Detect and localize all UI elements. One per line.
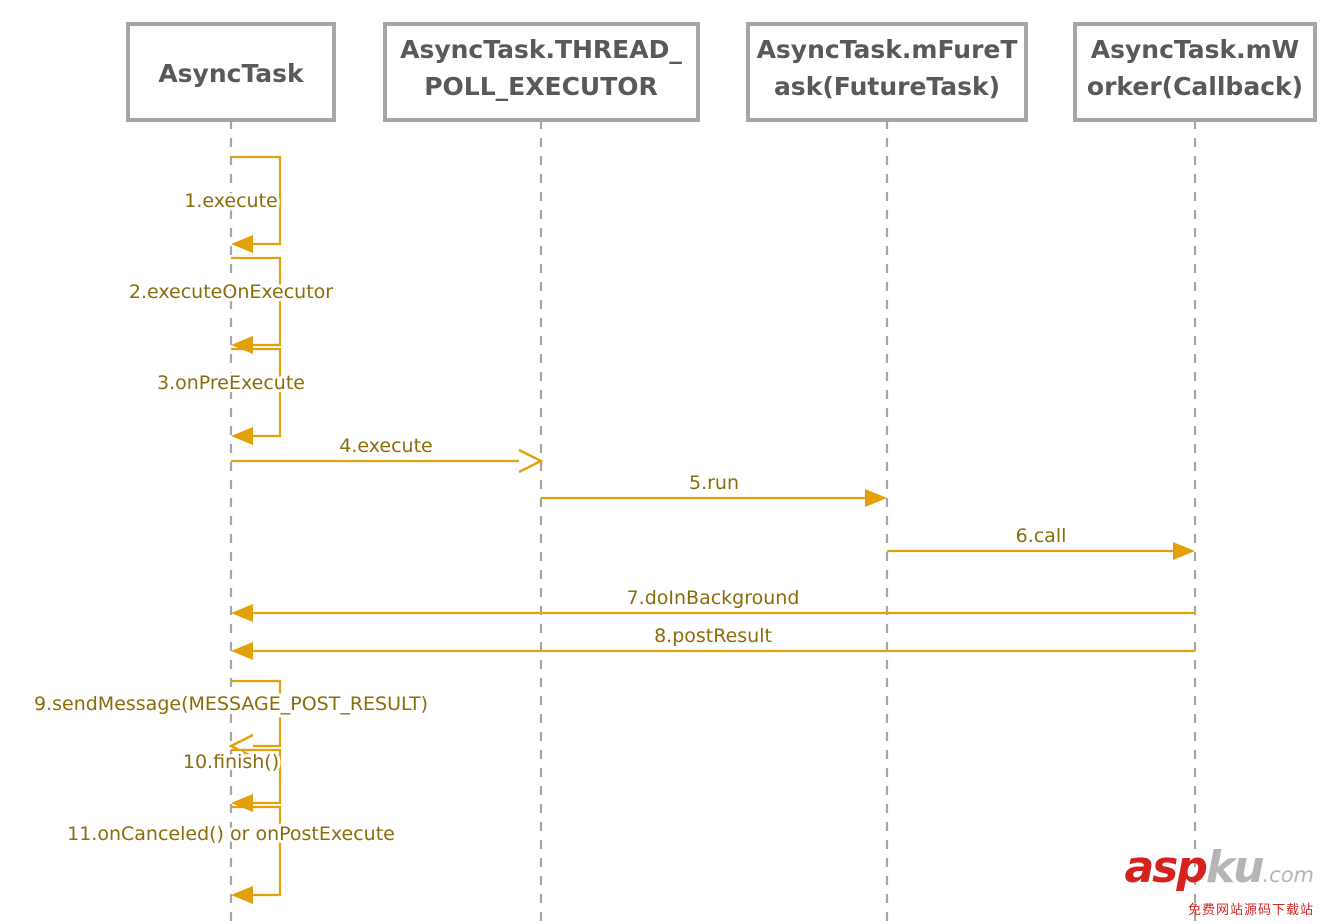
message-label: 3.onPreExecute	[157, 372, 305, 394]
message-label: 1.execute	[184, 190, 277, 212]
watermark: aspku.com 免费网站源码下载站	[1124, 844, 1316, 920]
participant-asynctask[interactable]: AsyncTask	[126, 22, 336, 122]
message-label: 8.postResult	[654, 625, 772, 647]
arrowhead-open	[518, 448, 544, 474]
participant-label: AsyncTask.mW	[1091, 35, 1299, 64]
arrowhead-solid	[231, 235, 253, 253]
message-label: 4.execute	[339, 435, 432, 457]
arrowhead-solid	[231, 604, 253, 622]
watermark-brand-secondary: ku	[1205, 842, 1265, 893]
message-path	[231, 155, 282, 246]
participant-label: AsyncTask.mFureT	[757, 35, 1018, 64]
message-2[interactable]: 2.executeOnExecutor	[126, 256, 336, 354]
message-9[interactable]: 9.sendMessage(MESSAGE_POST_RESULT)	[31, 679, 431, 759]
message-3[interactable]: 3.onPreExecute	[154, 347, 308, 445]
watermark-brand-primary: asp	[1124, 842, 1207, 893]
arrowhead-solid	[1173, 542, 1195, 560]
message-11[interactable]: 11.onCanceled() or onPostExecute	[64, 805, 398, 904]
message-path	[231, 805, 282, 897]
arrowhead-solid	[231, 794, 253, 812]
watermark-brand-tld: .com	[1262, 863, 1314, 887]
arrowhead-solid	[865, 489, 887, 507]
arrowhead-solid	[231, 336, 253, 354]
arrowhead-solid	[231, 642, 253, 660]
message-label: 2.executeOnExecutor	[129, 281, 333, 303]
message-7[interactable]: 7.doInBackground	[231, 584, 1195, 622]
message-path	[231, 748, 282, 805]
message-label: 10.finish()	[183, 751, 279, 773]
message-1[interactable]: 1.execute	[181, 155, 282, 253]
message-10[interactable]: 10.finish()	[180, 748, 282, 812]
participant-label: orker(Callback)	[1087, 72, 1303, 101]
message-label: 7.doInBackground	[627, 587, 800, 609]
message-path	[231, 256, 282, 347]
participant-label: ask(FutureTask)	[774, 72, 1000, 101]
watermark-tagline: 免费网站源码下载站	[1187, 903, 1314, 918]
message-label: 11.onCanceled() or onPostExecute	[67, 823, 395, 845]
message-label: 9.sendMessage(MESSAGE_POST_RESULT)	[34, 693, 428, 715]
participant-worker[interactable]: AsyncTask.mW orker(Callback)	[1073, 22, 1317, 122]
message-4[interactable]: 4.execute	[231, 432, 544, 474]
message-6[interactable]: 6.call	[887, 522, 1195, 560]
message-label: 5.run	[689, 472, 739, 494]
arrowhead-open	[228, 733, 254, 759]
message-path	[231, 679, 282, 748]
participant-label: AsyncTask.THREAD_	[400, 35, 682, 64]
arrowhead-solid	[231, 886, 253, 904]
participant-executor[interactable]: AsyncTask.THREAD_ POLL_EXECUTOR	[383, 22, 700, 122]
participant-futuretask[interactable]: AsyncTask.mFureT ask(FutureTask)	[746, 22, 1028, 122]
arrowhead-solid	[231, 427, 253, 445]
participant-label: POLL_EXECUTOR	[424, 72, 658, 101]
message-8[interactable]: 8.postResult	[231, 622, 1195, 660]
message-label: 6.call	[1016, 525, 1067, 547]
message-path	[231, 347, 282, 438]
message-5[interactable]: 5.run	[541, 469, 887, 507]
participant-label: AsyncTask	[158, 59, 305, 88]
watermark-brand: aspku.com	[1124, 846, 1314, 890]
